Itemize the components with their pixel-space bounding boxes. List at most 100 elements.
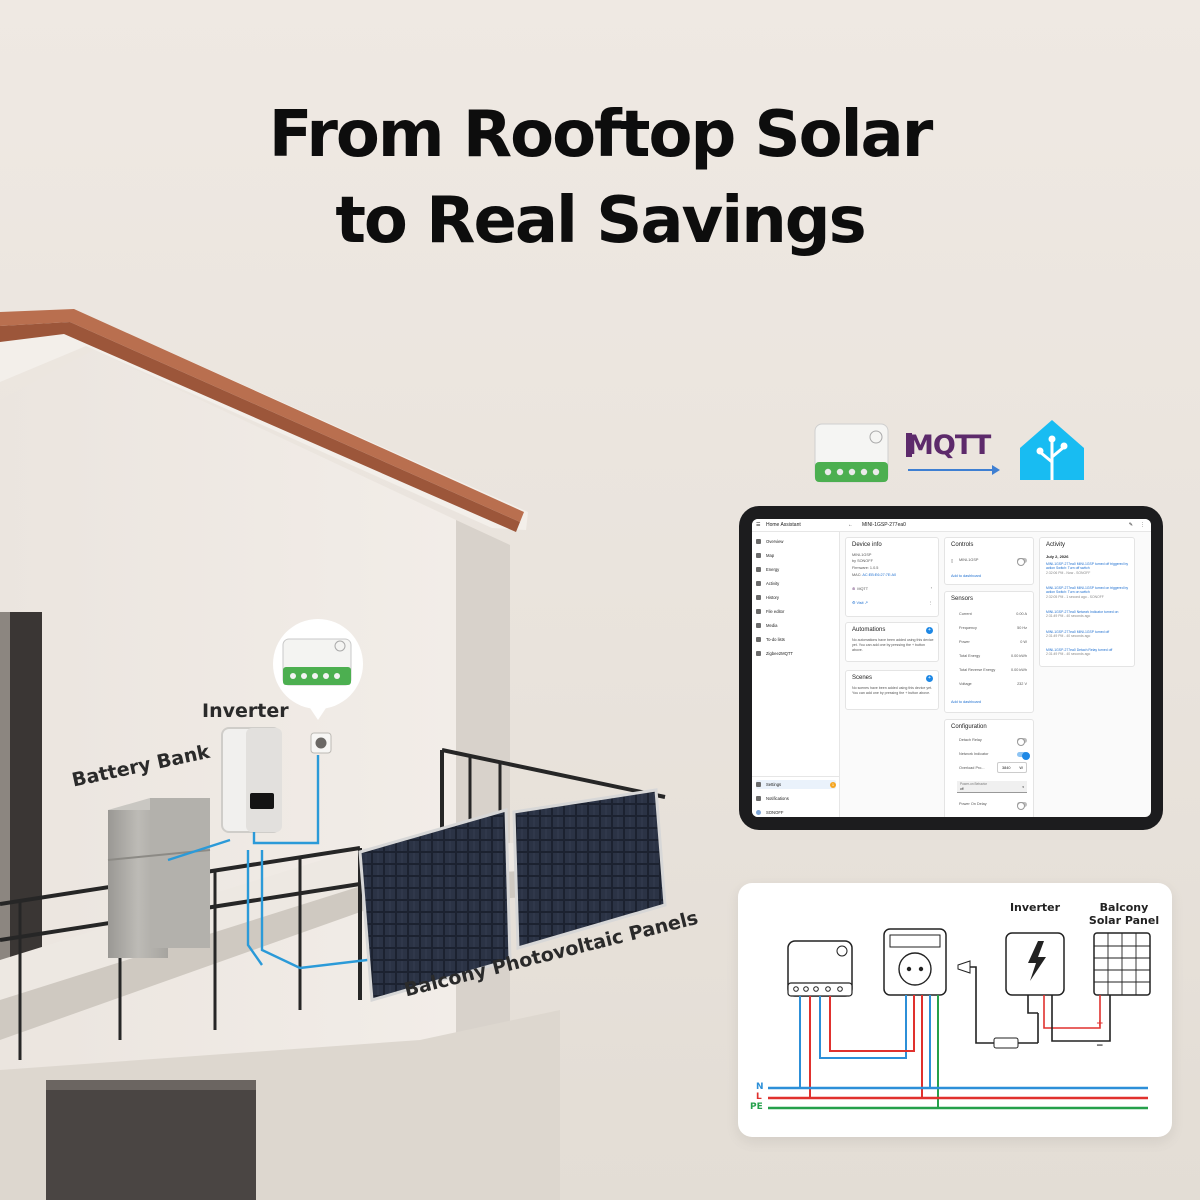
detach-relay-label: Detach Relay <box>959 738 982 742</box>
power-on-delay-label: Power On Delay <box>959 802 987 806</box>
mqtt-logo: MQTT <box>907 430 991 461</box>
sensor-power-label: Power <box>959 640 970 644</box>
wiring-solar-panel-label: Balcony Solar Panel <box>1088 901 1160 927</box>
gear-icon: ⚙ <box>852 601 856 605</box>
media-icon <box>756 623 761 628</box>
main-switch-toggle[interactable] <box>1017 557 1027 566</box>
controls-add-to-dashboard[interactable]: Add to dashboard <box>951 574 981 578</box>
sidebar-item-activity[interactable]: Activity <box>756 579 836 588</box>
sensor-reverse-energy-label: Total Reverse Energy <box>959 668 996 672</box>
bolt-icon <box>756 567 761 572</box>
configuration-card: Configuration Detach Relay Network Indic… <box>944 719 1034 817</box>
scenes-title: Scenes <box>852 675 873 681</box>
bus-n-label: N <box>756 1082 764 1092</box>
zigbee-icon <box>756 651 761 656</box>
bus-l-label: L <box>756 1092 762 1102</box>
device-model: MINI-1GSP <box>852 553 872 557</box>
sidebar: Overview Map Energy Activity History Fil… <box>752 532 840 817</box>
power-on-delay-toggle[interactable] <box>1017 801 1027 810</box>
inverter-label: Inverter <box>202 700 289 722</box>
bus-pe-label: PE <box>750 1102 763 1112</box>
activity-entry: MINI-1GSP-277ea0 MINI-1GSP turned on tri… <box>1046 586 1129 599</box>
mqtt-integration-row[interactable]: ⊛ MQTT <box>852 587 869 591</box>
scenes-empty-text: No scenes have been added using this dev… <box>852 686 933 695</box>
sidebar-item-map[interactable]: Map <box>756 551 836 560</box>
sensor-frequency-value: 50 Hz <box>1017 626 1027 630</box>
sensor-reverse-energy-value: 0.00 kWh <box>1010 668 1027 672</box>
wiring-diagram <box>768 928 1151 1110</box>
device-info-title: Device info <box>852 542 882 548</box>
grid-icon <box>756 539 761 544</box>
sensors-card: Sensors Current 0.00 A Frequency 50 Hz P… <box>944 591 1034 713</box>
sensor-current-value: 0.00 A <box>1016 612 1027 616</box>
home-assistant-screen: ☰ Home Assistant ← MINI-1GSP-277ea0 ✎ ⋮ … <box>752 519 1151 817</box>
chart-icon <box>756 595 761 600</box>
sidebar-item-zigbee2mqtt[interactable]: Zigbee2MQTT <box>756 649 836 658</box>
chevron-right-icon: › <box>930 586 932 590</box>
activity-date: July 2, 2026 <box>1046 554 1069 559</box>
activity-entry: MINI-1GSP-277ea0 Network Indicator turne… <box>1046 610 1119 619</box>
sensors-title: Sensors <box>951 596 974 602</box>
sidebar-item-file-editor[interactable]: File editor <box>756 607 836 616</box>
user-avatar <box>756 810 761 815</box>
map-icon <box>756 553 761 558</box>
device-firmware: Firmware: 1.0.5 <box>852 566 879 570</box>
more-options-icon[interactable]: ⋮ <box>928 601 932 605</box>
sensors-add-to-dashboard[interactable]: Add to dashboard <box>951 700 981 704</box>
dropdown-arrow-icon: ▾ <box>1022 785 1024 789</box>
headline: From Rooftop Solar to Real Savings <box>0 92 1200 264</box>
mac-link[interactable]: AC:EB:E6:27:7E:A0 <box>862 573 897 577</box>
detach-relay-toggle[interactable] <box>1017 737 1027 746</box>
sidebar-item-todo[interactable]: To-do lists <box>756 635 836 644</box>
gear-icon <box>756 782 761 787</box>
configuration-title: Configuration <box>951 724 987 730</box>
sidebar-item-media[interactable]: Media <box>756 621 836 630</box>
sidebar-item-notifications[interactable]: Notifications <box>756 794 836 803</box>
edit-icon[interactable]: ✎ <box>1128 522 1133 528</box>
network-indicator-toggle[interactable] <box>1017 751 1030 760</box>
sensor-power-value: 0 W <box>1020 640 1027 644</box>
device-title: MINI-1GSP-277ea0 <box>862 522 906 528</box>
more-icon[interactable]: ⋮ <box>1140 522 1145 528</box>
back-arrow-icon[interactable]: ← <box>848 522 853 528</box>
activity-title: Activity <box>1046 542 1066 548</box>
app-title: Home Assistant <box>766 522 801 528</box>
list-icon <box>756 581 761 586</box>
sidebar-item-energy[interactable]: Energy <box>756 565 836 574</box>
add-scene-button[interactable]: + <box>926 675 933 682</box>
todo-icon <box>756 637 761 642</box>
mqtt-icon: ⊛ <box>852 587 856 591</box>
device-maker: by SONOFF <box>852 559 873 563</box>
activity-entry: MINI-1GSP-277ea0 MINI-1GSP turned off tr… <box>1046 562 1129 575</box>
automations-title: Automations <box>852 627 886 633</box>
sensor-frequency-label: Frequency <box>959 626 977 630</box>
bell-icon <box>756 796 761 801</box>
add-automation-button[interactable]: + <box>926 627 933 634</box>
wrench-icon <box>756 609 761 614</box>
sensor-total-energy-value: 0.00 kWh <box>1010 654 1027 658</box>
top-bar: ☰ Home Assistant ← MINI-1GSP-277ea0 ✎ ⋮ <box>752 519 1151 532</box>
scenes-card: Scenes + No scenes have been added using… <box>845 670 939 710</box>
activity-entry: MINI-1GSP-277ea0 Detach Relay turned off… <box>1046 648 1113 657</box>
sensor-total-energy-label: Total Energy <box>959 654 981 658</box>
menu-icon[interactable]: ☰ <box>756 522 761 528</box>
wiring-diagram-card: Inverter Balcony Solar Panel N L PE + − <box>738 883 1172 1137</box>
sidebar-item-overview[interactable]: Overview <box>756 537 836 546</box>
tablet: ☰ Home Assistant ← MINI-1GSP-277ea0 ✎ ⋮ … <box>739 506 1163 830</box>
headline-line-2: to Real Savings <box>335 184 866 258</box>
sensor-voltage-value: 232 V <box>1017 682 1027 686</box>
wiring-inverter-label: Inverter <box>1009 901 1061 914</box>
plus-terminal-label: + <box>1096 1019 1104 1029</box>
visit-link[interactable]: ⚙ Visit ↗ <box>852 601 868 605</box>
sidebar-item-history[interactable]: History <box>756 593 836 602</box>
sidebar-item-profile[interactable]: SONOFF <box>756 808 836 817</box>
switch-icon: ▯ <box>951 559 954 563</box>
sensor-current-label: Current <box>959 612 972 616</box>
activity-card: Activity July 2, 2026 MINI-1GSP-277ea0 M… <box>1039 537 1135 667</box>
automations-empty-text: No automations have been added using thi… <box>852 638 934 652</box>
